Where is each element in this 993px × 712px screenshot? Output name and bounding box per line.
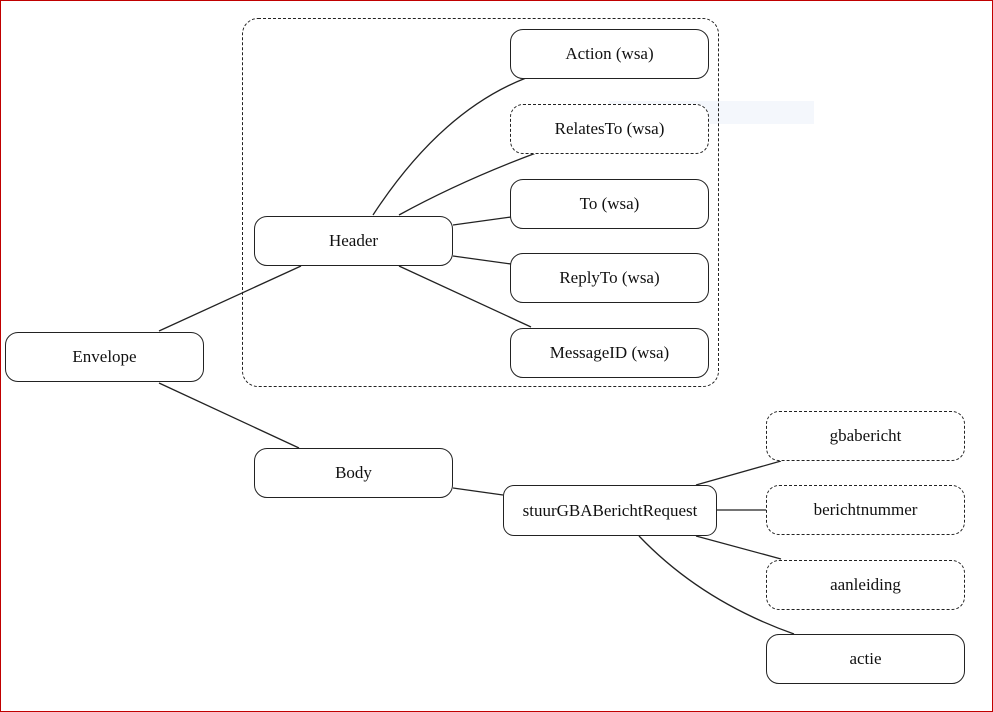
node-messageid: MessageID (wsa) [510, 328, 709, 378]
node-berichtnummer: berichtnummer [766, 485, 965, 535]
link-request-aanleiding [695, 535, 782, 560]
link-request-actie [638, 535, 795, 635]
node-label: Body [335, 463, 372, 482]
link-header-replyto [452, 255, 512, 265]
node-to: To (wsa) [510, 179, 709, 229]
link-header-messageid [398, 265, 532, 328]
node-label: stuurGBABerichtRequest [522, 500, 698, 520]
node-action: Action (wsa) [510, 29, 709, 79]
node-label: gbabericht [829, 426, 902, 445]
node-label: aanleiding [830, 575, 901, 594]
node-replyto: ReplyTo (wsa) [510, 253, 709, 303]
link-header-to [452, 216, 512, 226]
node-actie: actie [766, 634, 965, 684]
link-envelope-body [158, 382, 300, 449]
node-request: stuurGBABerichtRequest [503, 485, 717, 536]
node-body: Body [254, 448, 453, 498]
link-request-gbabericht [695, 460, 782, 486]
node-aanleiding: aanleiding [766, 560, 965, 610]
node-header: Header [254, 216, 453, 266]
link-header-relatesto [398, 152, 537, 216]
node-label: Envelope [72, 347, 137, 366]
node-label: Header [328, 231, 379, 250]
link-header-action [372, 77, 527, 216]
node-label: RelatesTo (wsa) [554, 119, 665, 138]
header-group-box [242, 18, 719, 387]
link-envelope-header [158, 265, 302, 332]
node-gbabericht: gbabericht [766, 411, 965, 461]
node-label: ReplyTo (wsa) [559, 268, 660, 287]
node-envelope: Envelope [5, 332, 204, 382]
node-relatesto: RelatesTo (wsa) [510, 104, 709, 154]
node-label: berichtnummer [813, 500, 918, 519]
link-body-request [452, 487, 504, 496]
node-label: MessageID (wsa) [549, 343, 670, 362]
node-label: To (wsa) [579, 194, 640, 213]
node-label: Action (wsa) [565, 44, 654, 63]
node-label: actie [849, 649, 882, 668]
